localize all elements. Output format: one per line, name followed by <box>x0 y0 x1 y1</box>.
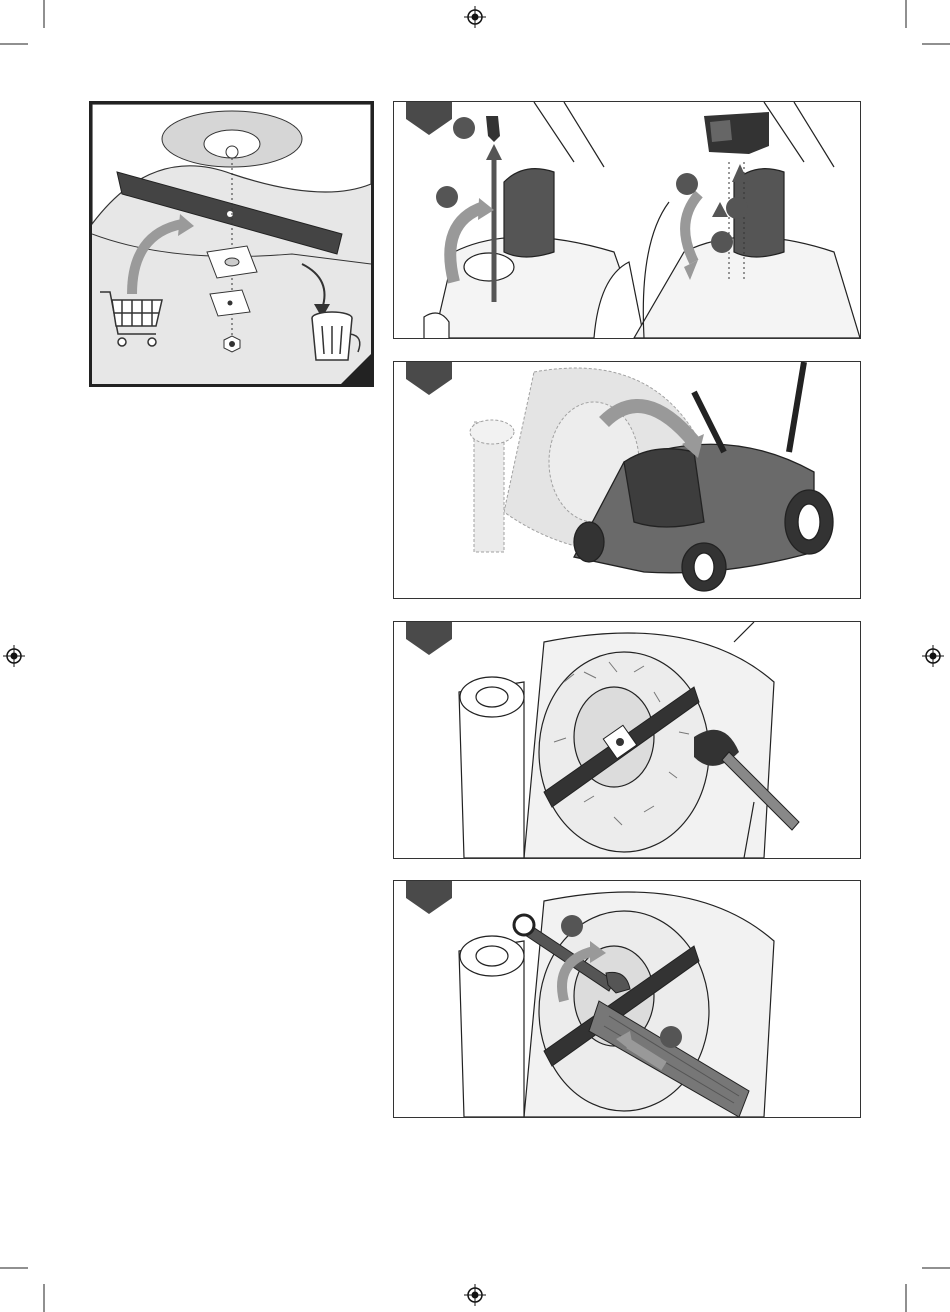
registration-mark-top <box>464 6 486 28</box>
blade-replacement-illustration <box>89 101 374 387</box>
registration-mark-bottom <box>464 1284 486 1306</box>
blade-replacement-drawing <box>92 104 371 384</box>
safety-key-icon <box>486 116 500 142</box>
step-marker-4 <box>406 880 452 914</box>
washer-icon <box>207 246 257 316</box>
clean-underside-drawing <box>394 622 860 858</box>
step-marker-2 <box>406 361 452 395</box>
registration-mark-right <box>922 645 944 667</box>
step-panel-tilt-mower <box>393 361 861 599</box>
tilt-mower-drawing <box>394 362 860 598</box>
step-marker-3 <box>406 621 452 655</box>
shopping-cart-icon <box>100 292 162 346</box>
step-panel-clean-underside <box>393 621 861 859</box>
step-panel-remove-blade <box>393 880 861 1118</box>
battery-icon <box>704 112 769 154</box>
nut-icon <box>224 336 240 352</box>
step-callouts <box>436 117 748 253</box>
remove-battery-drawing <box>394 102 860 338</box>
step-panel-remove-battery <box>393 101 861 339</box>
step-marker-1 <box>406 101 452 135</box>
registration-mark-left <box>3 645 25 667</box>
trash-bin-icon <box>312 312 360 360</box>
remove-blade-drawing <box>394 881 860 1117</box>
